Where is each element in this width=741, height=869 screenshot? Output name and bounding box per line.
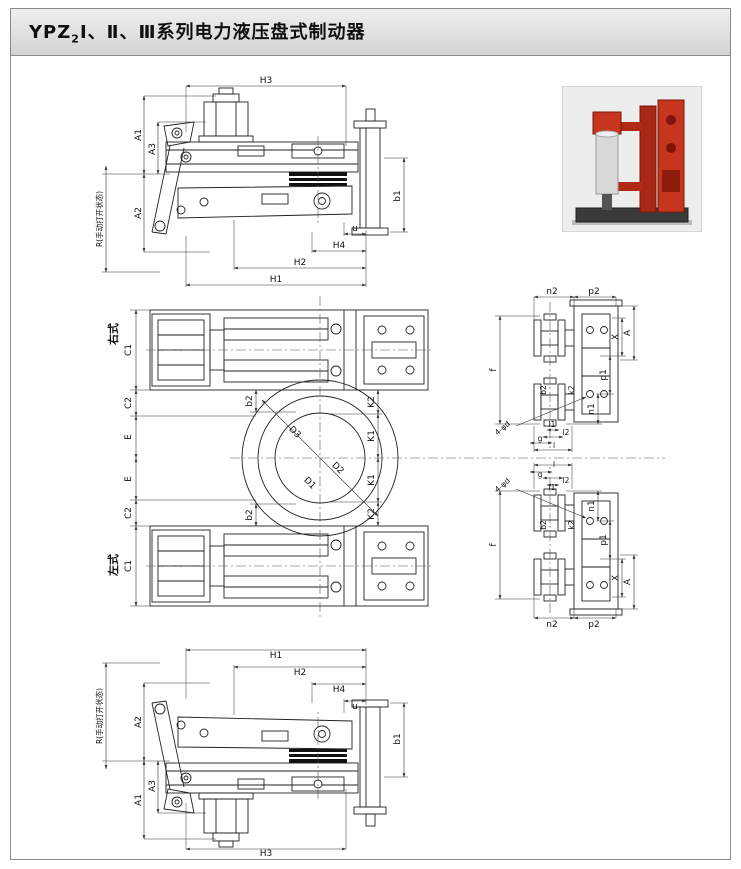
side-view-bottom-machine	[151, 699, 389, 848]
dim-label-bolt-holes: 4-φd	[493, 476, 512, 494]
dim-label-n2: n2	[546, 287, 557, 297]
dim-label-bolt-holes: 4-φd	[493, 419, 512, 437]
product-photo	[561, 85, 703, 233]
frame-slot	[662, 170, 680, 192]
dim-label-l2: l2	[563, 476, 570, 485]
title-prefix: YPZ	[29, 22, 72, 44]
plan-view-left-machine	[145, 525, 433, 607]
dim-label-p1: p1	[599, 534, 609, 545]
dim-label-p2: p2	[588, 287, 599, 297]
dim-label-E: E	[124, 434, 134, 440]
dim-label-l2: l2	[563, 428, 570, 437]
brake-inner-plate	[639, 105, 657, 213]
dim-label-k2: k2	[567, 520, 576, 529]
dim-label-l: l	[553, 441, 555, 450]
dim-label-g: g	[538, 470, 543, 479]
title-subscript: 2	[71, 32, 80, 46]
dim-label-k2: k2	[567, 385, 576, 394]
frame-hole	[666, 143, 676, 153]
dim-label-H3: H3	[260, 76, 273, 86]
dim-label-p1: p1	[599, 369, 609, 380]
dim-label-H3: H3	[260, 849, 273, 859]
dim-label-b2: b2	[539, 385, 548, 395]
dim-label-A: A	[623, 329, 633, 336]
dim-label-K1: K1	[367, 474, 377, 486]
end-view-top: f n2 p2 A X p1 n1 4-φd g l1 l2 l b2 k2	[489, 287, 638, 452]
dim-label-C2: C2	[124, 397, 134, 409]
dim-label-l1: l1	[549, 483, 556, 492]
dim-label-A1: A1	[134, 129, 144, 141]
side-view-bottom: H1 H2 H4 u R(手动打开状态) A2 A3 A1 b1 H3	[94, 648, 408, 859]
dim-label-K1: K1	[367, 430, 377, 442]
dim-label-b1: b1	[393, 733, 403, 744]
view-label-right-type: 右式	[106, 323, 120, 346]
dim-label-A: A	[623, 578, 633, 585]
brake-arm-upper	[608, 122, 642, 131]
dim-label-l: l	[553, 460, 555, 469]
frame-hole	[666, 115, 676, 125]
thruster-cylinder	[595, 133, 619, 195]
dim-label-b2: b2	[245, 509, 255, 520]
page-header: YPZ2Ⅰ、Ⅱ、Ⅲ系列电力液压盘式制动器	[11, 9, 730, 56]
dim-label-A3: A3	[148, 780, 158, 792]
dim-label-X: X	[611, 575, 621, 581]
dim-label-C1: C1	[124, 344, 134, 356]
dim-label-A2: A2	[134, 716, 144, 728]
dim-label-f: f	[489, 543, 499, 547]
title-suffix: Ⅰ、Ⅱ、Ⅲ系列电力液压盘式制动器	[79, 22, 366, 44]
brake-arm-lower	[608, 182, 642, 191]
dim-label-A1: A1	[134, 794, 144, 806]
cylinder-top	[595, 130, 619, 138]
dim-label-H2: H2	[294, 668, 307, 678]
dim-label-X: X	[611, 334, 621, 340]
dim-label-C2: C2	[124, 507, 134, 519]
dim-label-n1: n1	[587, 500, 597, 511]
dim-label-u: u	[352, 702, 358, 712]
dim-label-b1: b1	[393, 190, 403, 201]
side-view-top: H3 A1 A3 A2 R(手动打开状态) b1 u H4 H2 H1	[94, 76, 408, 287]
dim-label-H2: H2	[294, 258, 307, 268]
dim-label-A3: A3	[148, 143, 158, 155]
dim-label-R: R(手动打开状态)	[94, 688, 104, 744]
dim-label-H1: H1	[270, 275, 283, 285]
dim-label-u: u	[352, 224, 358, 234]
plan-view-right-machine	[145, 309, 433, 391]
dim-label-H4: H4	[333, 685, 346, 695]
dim-label-H1: H1	[270, 651, 283, 661]
dim-label-f: f	[489, 368, 499, 372]
dim-label-C1: C1	[124, 560, 134, 572]
disc-circles: D3 D2 D1	[230, 296, 665, 620]
product-photo-image	[561, 85, 703, 233]
dim-label-l1: l1	[549, 420, 556, 429]
side-view-top-dim-lines	[102, 86, 408, 287]
dim-label-D2: D2	[329, 461, 345, 477]
view-label-left-type: 左式	[106, 554, 120, 577]
dim-label-n1: n1	[587, 403, 597, 414]
dim-label-A2: A2	[134, 207, 144, 219]
dim-label-D1: D1	[301, 476, 317, 492]
dim-label-K2: K2	[367, 396, 377, 408]
dim-label-p2: p2	[588, 620, 599, 630]
side-view-bottom-dim-lines	[102, 648, 408, 849]
dim-label-b2: b2	[245, 395, 255, 406]
side-view-top-machine	[151, 87, 389, 236]
dim-label-b2: b2	[539, 520, 548, 530]
dim-label-R: R(手动打开状态)	[94, 191, 104, 247]
thruster-foot	[602, 194, 612, 210]
dim-label-g: g	[538, 434, 543, 443]
dim-label-n2: n2	[546, 620, 557, 630]
end-view-bottom: f n2 p2 A X p1 n1 4-φd g l1 l2 l b2 k2	[489, 460, 638, 630]
dim-label-H4: H4	[333, 241, 346, 251]
page-title: YPZ2Ⅰ、Ⅱ、Ⅲ系列电力液压盘式制动器	[29, 18, 366, 46]
dim-label-E: E	[124, 476, 134, 482]
end-view-bottom-dim-lines	[495, 463, 638, 618]
